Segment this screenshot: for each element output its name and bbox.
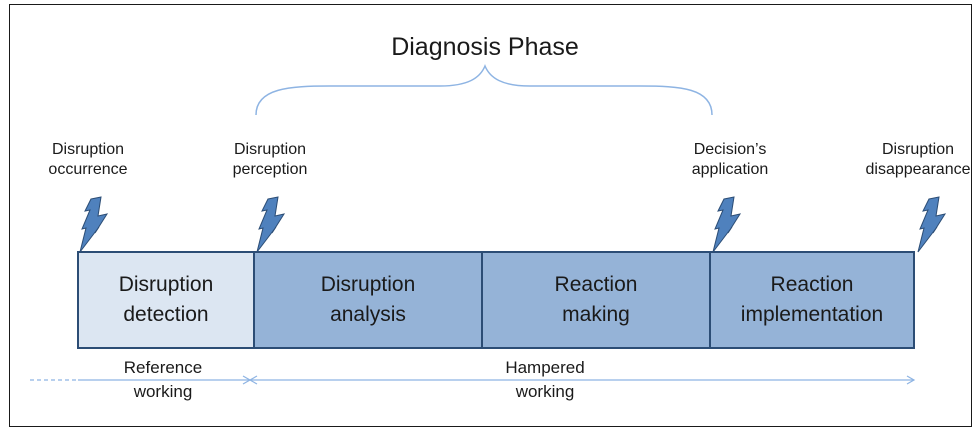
diagnosis-bracket	[255, 64, 713, 116]
phase-box-detection	[77, 251, 255, 349]
hampered-arrow-tail	[248, 375, 258, 385]
diagram-title: Diagnosis Phase	[391, 33, 579, 61]
bolt-icon	[712, 196, 742, 253]
event-disruption-perception: Disruption perception	[232, 141, 308, 178]
phase-reaction-making: Reaction making	[554, 273, 638, 326]
phase-box-making	[481, 251, 711, 349]
phase-disruption-detection: Disruption detection	[118, 273, 214, 326]
diagram-frame	[9, 4, 972, 427]
phase-reaction-implementation: Reaction implementation	[740, 273, 884, 326]
bolt-icon	[917, 196, 947, 253]
hampered-arrow-head	[906, 375, 916, 385]
bolt-icon	[256, 196, 286, 253]
bolt-icon	[79, 196, 109, 253]
event-disruption-occurrence: Disruption occurrence	[48, 141, 128, 178]
event-disruption-disappearance: Disruption disappearance	[865, 141, 971, 178]
phase-box-implementation	[709, 251, 915, 349]
phase-disruption-analysis: Disruption analysis	[320, 273, 416, 326]
reference-working-label: Reference working	[123, 358, 203, 401]
event-decision-application: Decision’s application	[691, 141, 769, 178]
hampered-working-label: Hampered working	[505, 358, 585, 401]
